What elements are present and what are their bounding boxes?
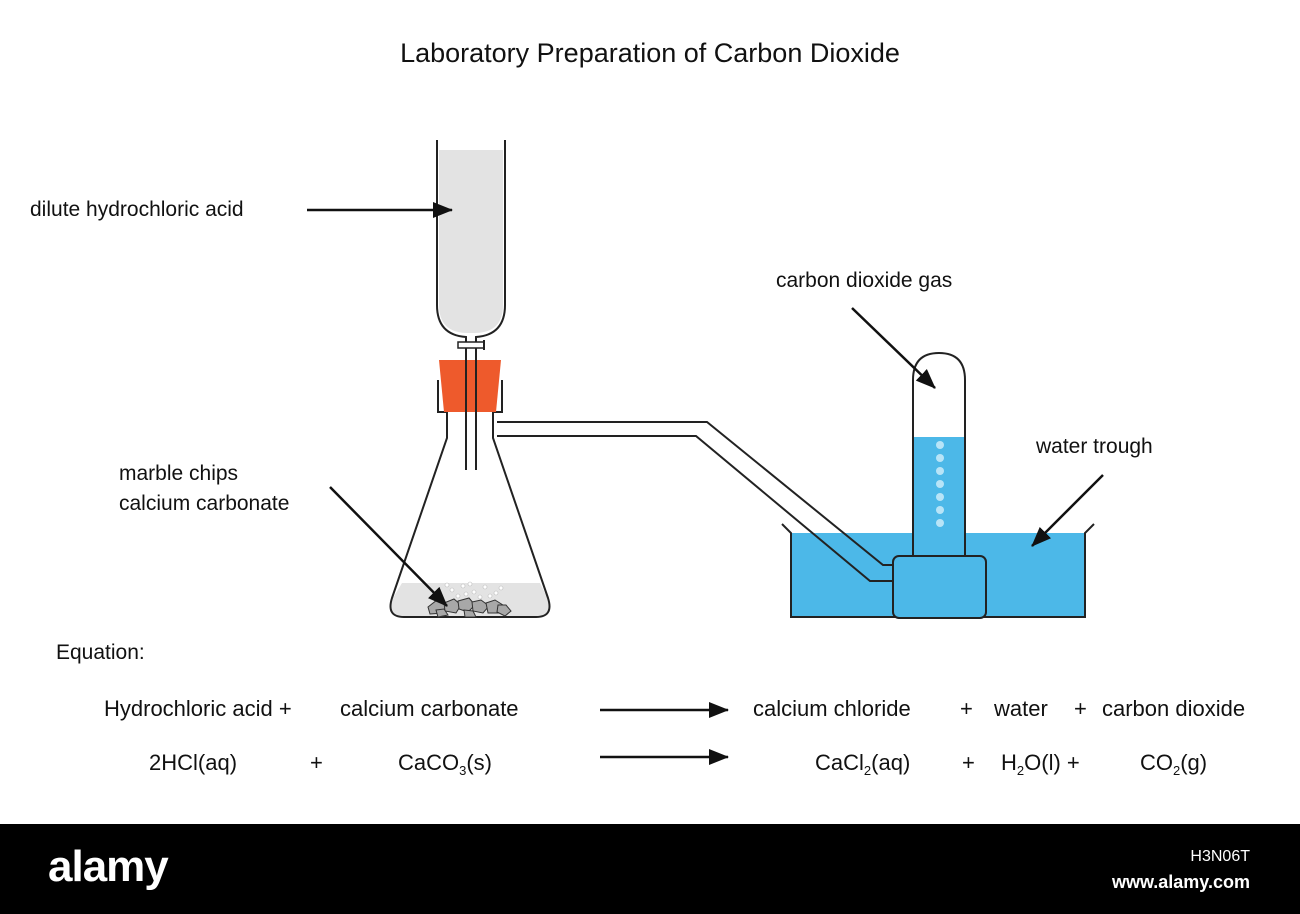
gas-jar-outline (912, 351, 966, 556)
flask-outline (389, 380, 551, 618)
watermark-footer: alamy H3N06T www.alamy.com (0, 824, 1300, 914)
word-product-3: carbon dioxide (1102, 696, 1246, 721)
gas-bubbles (936, 441, 944, 527)
word-plus-1: + (960, 696, 973, 721)
symbol-plus-products: + (962, 750, 975, 775)
symbol-cacl2: CaCl2(aq) (815, 750, 911, 778)
acid-bubbles (444, 581, 504, 600)
watermark-image-id: H3N06T (1190, 848, 1250, 865)
beehive-shelf (892, 555, 987, 619)
conical-flask (389, 380, 551, 618)
word-product-1: calcium chloride (753, 696, 911, 721)
funnel-tap (457, 341, 485, 349)
trough-arrow (1031, 474, 1104, 547)
symbol-hcl: 2HCl(aq) (149, 750, 238, 775)
gas-arrow (851, 307, 936, 389)
funnel-acid (439, 150, 503, 333)
symbol-plus-reactants: + (310, 750, 323, 775)
symbol-h2o: H2O(l) + (1001, 750, 1080, 778)
label-acid: dilute hydrochloric acid (30, 198, 244, 221)
watermark-site: www.alamy.com (1111, 872, 1250, 892)
equation-heading: Equation: (56, 641, 145, 664)
word-plus-2: + (1074, 696, 1087, 721)
symbol-caco3: CaCO3(s) (398, 750, 493, 778)
label-gas: carbon dioxide gas (776, 269, 953, 292)
dropping-funnel (436, 140, 506, 470)
funnel-outline (436, 140, 506, 360)
page-title: Laboratory Preparation of Carbon Dioxide (400, 38, 900, 68)
label-marble-line2: calcium carbonate (119, 492, 290, 515)
word-product-2: water (994, 696, 1048, 721)
marble-chips (427, 597, 512, 618)
symbol-co2: CO2(g) (1140, 750, 1208, 778)
marble-arrow (329, 486, 448, 607)
word-reactant-1: Hydrochloric acid + (104, 696, 292, 721)
label-trough: water trough (1036, 435, 1153, 458)
label-marble-line1: marble chips (119, 462, 239, 485)
watermark-brand: alamy (48, 842, 169, 891)
word-reactant-2: calcium carbonate (340, 696, 519, 721)
rubber-stopper (439, 360, 501, 412)
gas-jar (892, 351, 987, 619)
